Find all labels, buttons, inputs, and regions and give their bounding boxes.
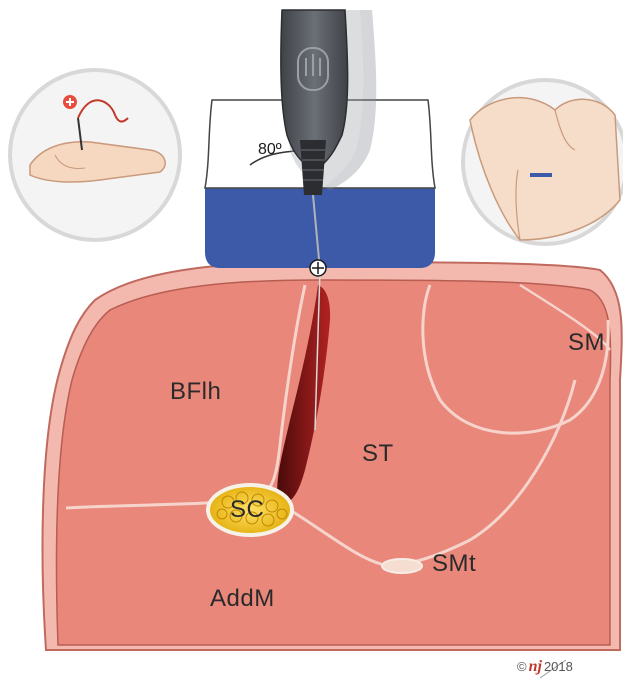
insertion-point-icon: [310, 260, 326, 276]
st-label: ST: [362, 440, 394, 468]
copyright-symbol: ©: [517, 659, 527, 674]
muscle-area: [56, 280, 610, 645]
addm-label: AddM: [210, 585, 275, 613]
bflh-label: BFlh: [170, 378, 221, 406]
smt-label: SMt: [432, 550, 476, 578]
probe-angle-label: 80º: [258, 141, 282, 159]
probe-collar: [300, 140, 326, 195]
inset-hand-stimulation: [10, 70, 180, 240]
inset-posterior-thigh: [463, 80, 623, 244]
sm-label: SM: [568, 329, 605, 357]
copyright-year: 2018: [544, 659, 573, 674]
brand-logo: nj: [529, 658, 542, 675]
smt-tendon: [382, 559, 422, 573]
sc-label: SC: [230, 496, 264, 524]
copyright-footer: ©nj2018: [517, 658, 573, 676]
probe-gel: [205, 188, 435, 268]
